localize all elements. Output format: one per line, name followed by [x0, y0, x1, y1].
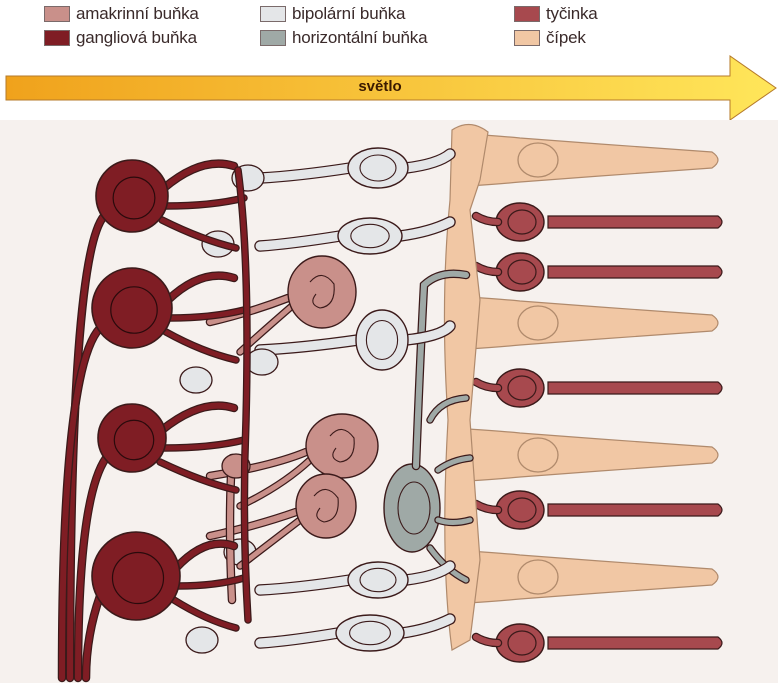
rod-outer-segment-1	[548, 216, 722, 228]
bipolar-body-5	[336, 615, 404, 651]
ganglion-body-1	[96, 160, 168, 232]
amacrine-body-3	[296, 474, 356, 538]
bipolar-body-4	[348, 562, 408, 598]
rod-body-5	[496, 624, 544, 662]
bipolar-body-1	[348, 148, 408, 188]
legend-label-cone: čípek	[546, 28, 586, 48]
legend-swatch-bipolar	[260, 6, 286, 22]
rod-body-4	[496, 491, 544, 529]
legend-item-rod: tyčinka	[514, 4, 598, 24]
legend-label-horizontal: horizontální buňka	[292, 28, 427, 48]
bipolar-body-3	[356, 310, 408, 370]
ganglion-body-3	[98, 404, 166, 472]
bipolar-terminal-6	[186, 627, 218, 653]
bipolar-terminal-4	[180, 367, 212, 393]
horizontal-cell-body	[384, 464, 440, 552]
rod-body-1	[496, 203, 544, 241]
legend-swatch-rod	[514, 6, 540, 22]
legend-label-amacrine: amakrinní buňka	[76, 4, 199, 24]
legend-swatch-amacrine	[44, 6, 70, 22]
legend-item-horizontal: horizontální buňka	[260, 28, 427, 48]
legend-item-ganglion: gangliová buňka	[44, 28, 197, 48]
rod-body-2	[496, 253, 544, 291]
amacrine-body-2	[306, 414, 378, 478]
rod-outer-segment-2	[548, 266, 722, 278]
legend-swatch-cone	[514, 30, 540, 46]
ganglion-body-2	[92, 268, 172, 348]
legend: amakrinní buňka gangliová buňka bipolárn…	[0, 0, 778, 60]
legend-label-ganglion: gangliová buňka	[76, 28, 197, 48]
ganglion-body-4	[92, 532, 180, 620]
legend-label-rod: tyčinka	[546, 4, 598, 24]
legend-item-bipolar: bipolární buňka	[260, 4, 405, 24]
legend-swatch-ganglion	[44, 30, 70, 46]
light-arrow-label: světlo	[0, 78, 760, 95]
horizontal-process-b	[438, 520, 470, 523]
legend-item-amacrine: amakrinní buňka	[44, 4, 199, 24]
legend-label-bipolar: bipolární buňka	[292, 4, 405, 24]
amacrine-body-1	[288, 256, 356, 328]
retina-diagram	[0, 120, 778, 683]
bipolar-terminal-3	[246, 349, 278, 375]
legend-swatch-horizontal	[260, 30, 286, 46]
rod-body-3	[496, 369, 544, 407]
rod-outer-segment-4	[548, 504, 722, 516]
bipolar-body-2	[338, 218, 402, 254]
rod-outer-segment-5	[548, 637, 722, 649]
legend-item-cone: čípek	[514, 28, 586, 48]
rod-outer-segment-3	[548, 382, 722, 394]
